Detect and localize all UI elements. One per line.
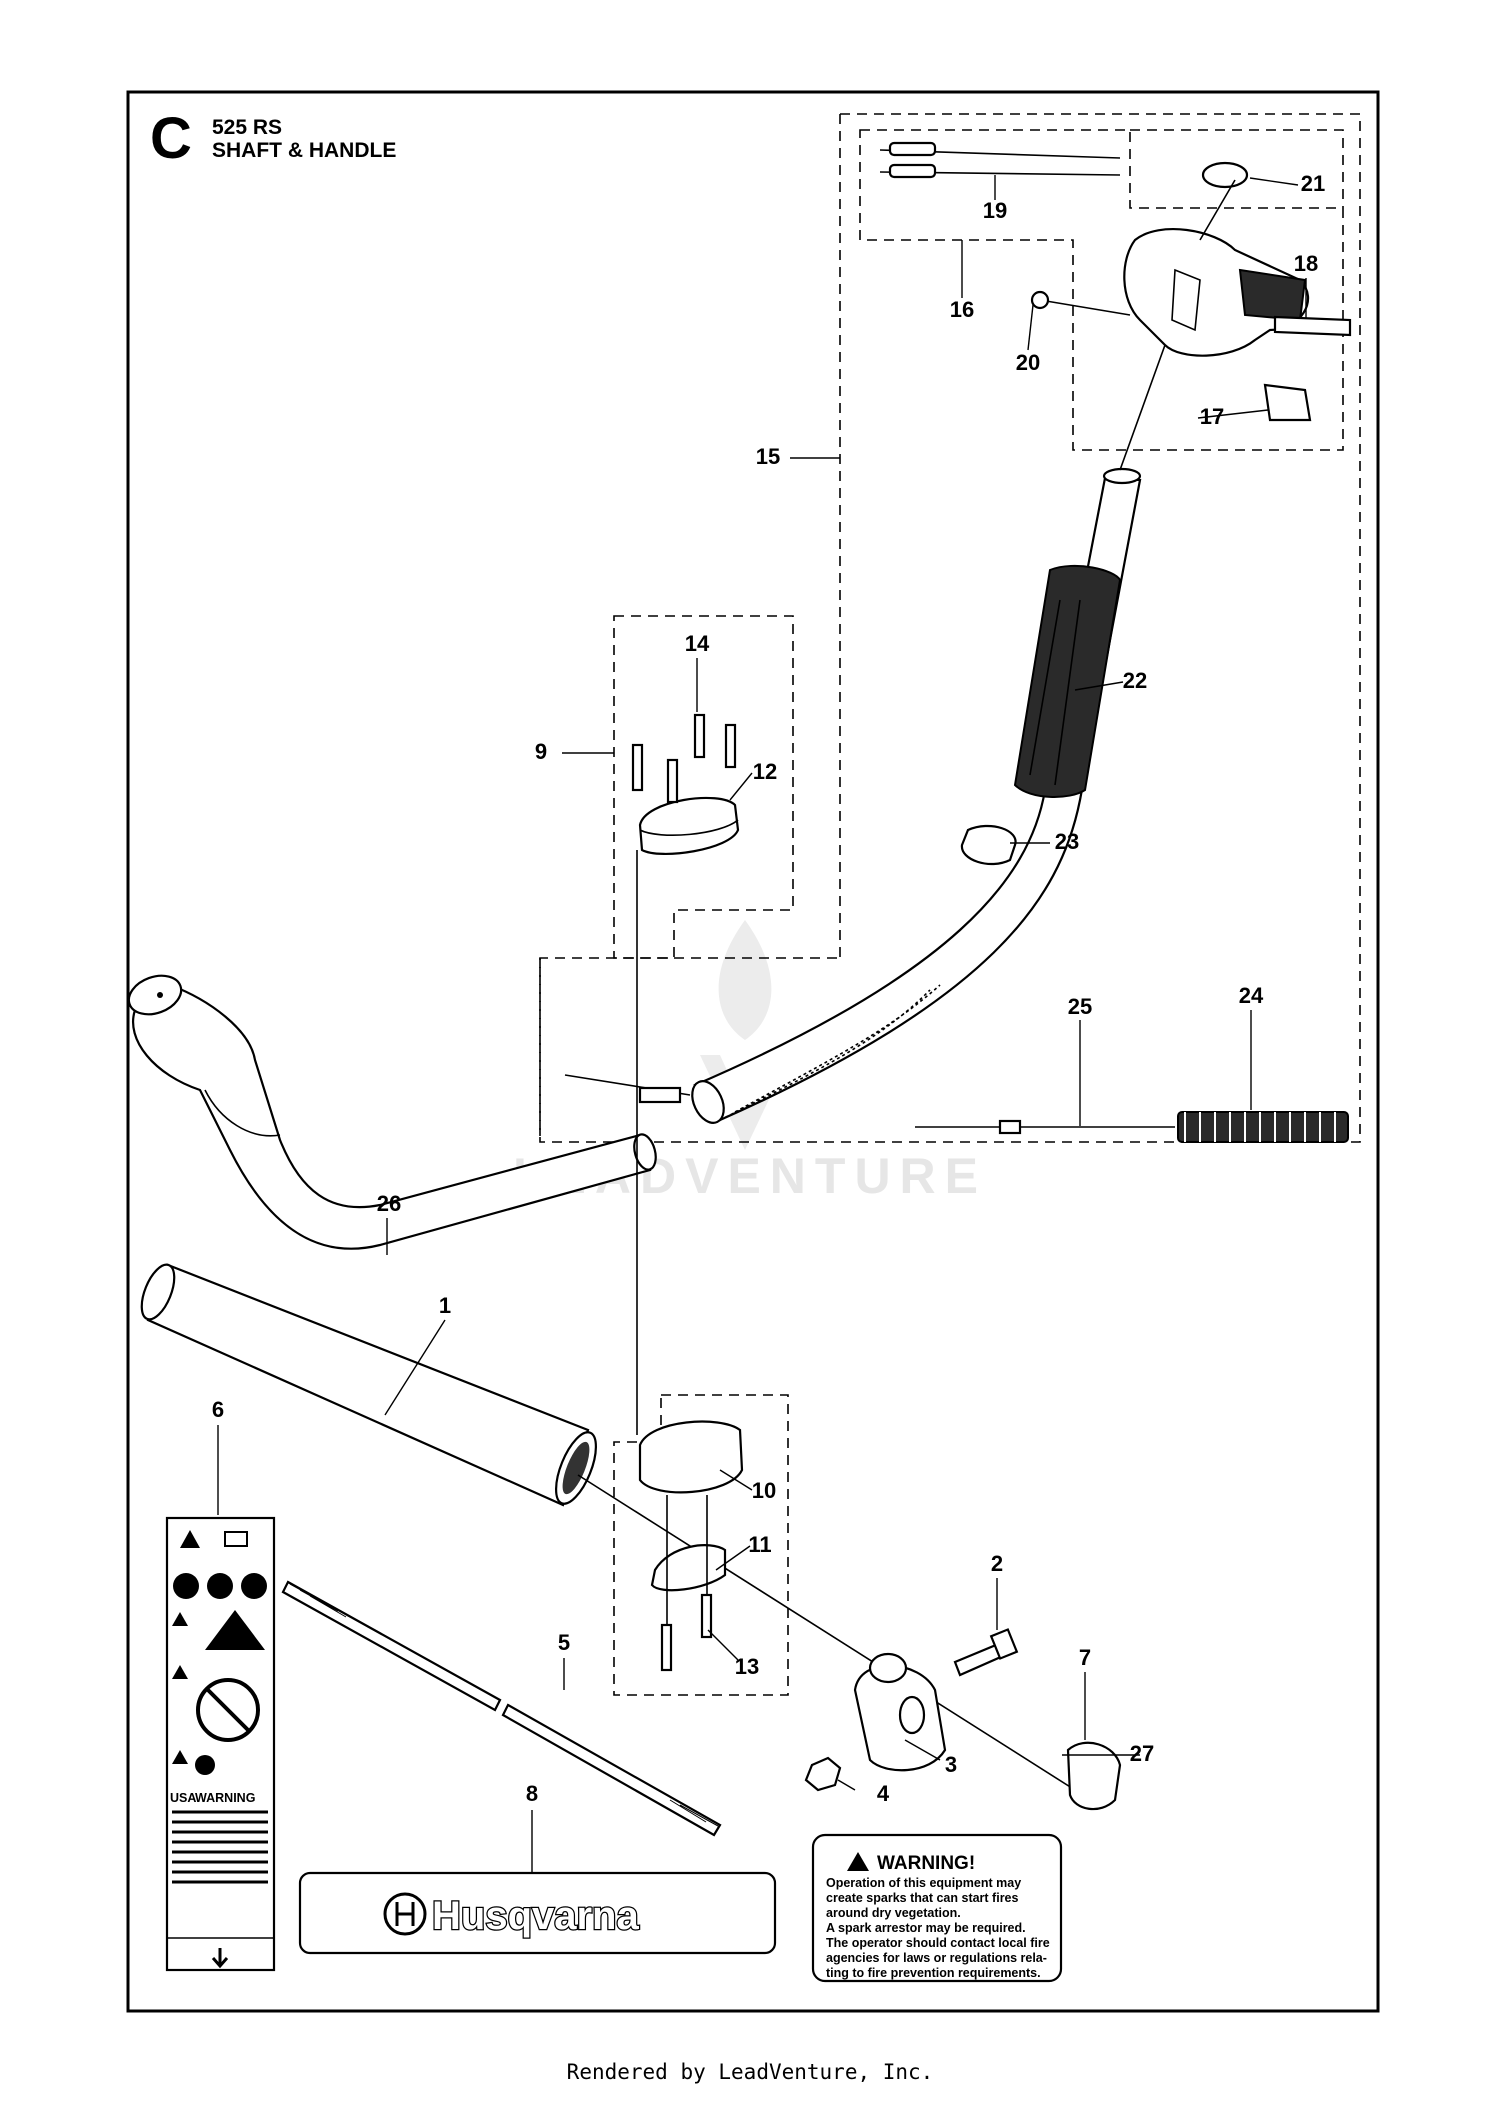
part-label-7: 7	[1079, 1645, 1091, 1670]
warning-line-2: create sparks that can start fires	[826, 1891, 1019, 1905]
part-18-pin	[1273, 315, 1352, 337]
part-label-27: 27	[1130, 1741, 1154, 1766]
warning-line-1: Operation of this equipment may	[826, 1876, 1021, 1890]
diagram-frame	[126, 90, 1380, 2013]
part-22-handle-bar	[691, 467, 1142, 1124]
part-14-screw	[693, 713, 706, 759]
part-label-5: 5	[558, 1630, 570, 1655]
part-label-4: 4	[877, 1781, 890, 1806]
thrown-objects-icon	[205, 1610, 265, 1650]
part-3-handle-clamp	[804, 1628, 1122, 1811]
part-label-2: 2	[991, 1551, 1003, 1576]
part-8-brand-decal: Husqvarna	[298, 1871, 777, 1955]
part-label-15: 15	[756, 444, 780, 469]
part-22-grip	[1013, 564, 1122, 798]
boot-protection-icon	[241, 1573, 267, 1599]
part-12-upper-clamp	[631, 713, 740, 1435]
part-label-11: 11	[748, 1532, 771, 1557]
part-label-16: 16	[950, 297, 974, 322]
part-7-clip	[1066, 1741, 1122, 1811]
warning-triangle-icon	[847, 1852, 869, 1871]
part-label-26: 26	[377, 1191, 401, 1216]
part-label-9: 9	[535, 739, 547, 764]
warning-triangle-icon	[172, 1612, 188, 1626]
part-13-screw	[660, 1623, 673, 1672]
ear-protection-icon	[173, 1573, 199, 1599]
blade-thrust-icon	[195, 1755, 215, 1775]
part-20-screw	[1030, 290, 1050, 310]
part-17-switch	[1263, 383, 1312, 422]
model-number: 525 RS	[212, 116, 282, 139]
safety-distance-icon	[196, 1678, 260, 1742]
warning-triangle-icon	[180, 1530, 200, 1548]
part-27-warning-decal: WARNING! Operation of this equipment may…	[811, 1833, 1063, 1983]
group-box-15	[539, 113, 1361, 1143]
warning-line-5: The operator should contact local fire	[826, 1936, 1050, 1950]
group-box-21	[1130, 129, 1344, 208]
decal-country-label: USA	[170, 1791, 196, 1805]
warning-triangle-icon	[172, 1750, 188, 1764]
arrow-down-icon	[211, 1948, 229, 1969]
warning-triangle-icon	[172, 1665, 188, 1679]
warning-line-4: A spark arrestor may be required.	[826, 1921, 1026, 1935]
warning-title: WARNING!	[877, 1853, 975, 1874]
brand-wordmark: Husqvarna	[432, 1894, 639, 1938]
part-label-3: 3	[945, 1752, 957, 1777]
part-label-12: 12	[753, 759, 777, 784]
part-label-14: 14	[685, 631, 710, 656]
part-label-8: 8	[526, 1781, 538, 1806]
part-label-22: 22	[1123, 668, 1147, 693]
leader-lines	[217, 175, 1307, 1873]
part-label-10: 10	[752, 1478, 776, 1503]
part-4-nut	[804, 1756, 842, 1792]
part-6-safety-decal: USA WARNING	[165, 1516, 276, 1972]
part-label-21: 21	[1301, 171, 1325, 196]
group-box-16-19	[859, 129, 1344, 451]
part-19-wires	[879, 141, 1121, 179]
part-5-drive-shaft	[281, 1580, 722, 1837]
part-number-labels: 1234567891011121314151617181920212223242…	[212, 171, 1325, 1806]
warning-line-7: ting to fire prevention requirements.	[826, 1966, 1041, 1980]
assembly-boxes	[539, 113, 1361, 1696]
part-21-plug	[1201, 161, 1249, 189]
part-10-lower-clamp	[638, 1420, 744, 1672]
part-label-6: 6	[212, 1397, 224, 1422]
part-label-23: 23	[1055, 829, 1079, 854]
part-23-ring	[960, 825, 1017, 865]
group-box-9-12	[613, 615, 794, 959]
section-title: SHAFT & HANDLE	[212, 139, 396, 162]
warning-line-6: agencies for laws or regulations rela-	[826, 1951, 1047, 1965]
warning-line-3: around dry vegetation.	[826, 1906, 961, 1920]
part-label-18: 18	[1294, 251, 1318, 276]
section-letter: C	[150, 106, 192, 171]
footer-credit: Rendered by LeadVenture, Inc.	[566, 2060, 934, 2084]
part-26-loop-handle	[127, 974, 657, 1250]
part-label-19: 19	[983, 198, 1007, 223]
eye-protection-icon	[207, 1573, 233, 1599]
part-label-25: 25	[1068, 994, 1092, 1019]
part-label-17: 17	[1200, 404, 1224, 429]
part-label-20: 20	[1016, 350, 1040, 375]
part-11-lower-clamp-half	[650, 1544, 727, 1592]
part-1-shaft-tube	[140, 1263, 1076, 1791]
part-16-throttle-housing	[1030, 161, 1352, 471]
diagram-header: C 525 RS SHAFT & HANDLE	[150, 106, 396, 171]
part-24-25-throttle-cable	[564, 1074, 1349, 1143]
manual-book-icon	[224, 1531, 248, 1547]
decal-signal-word: WARNING	[195, 1791, 255, 1805]
part-label-24: 24	[1239, 983, 1264, 1008]
part-label-13: 13	[735, 1654, 759, 1679]
part-label-1: 1	[439, 1293, 451, 1318]
